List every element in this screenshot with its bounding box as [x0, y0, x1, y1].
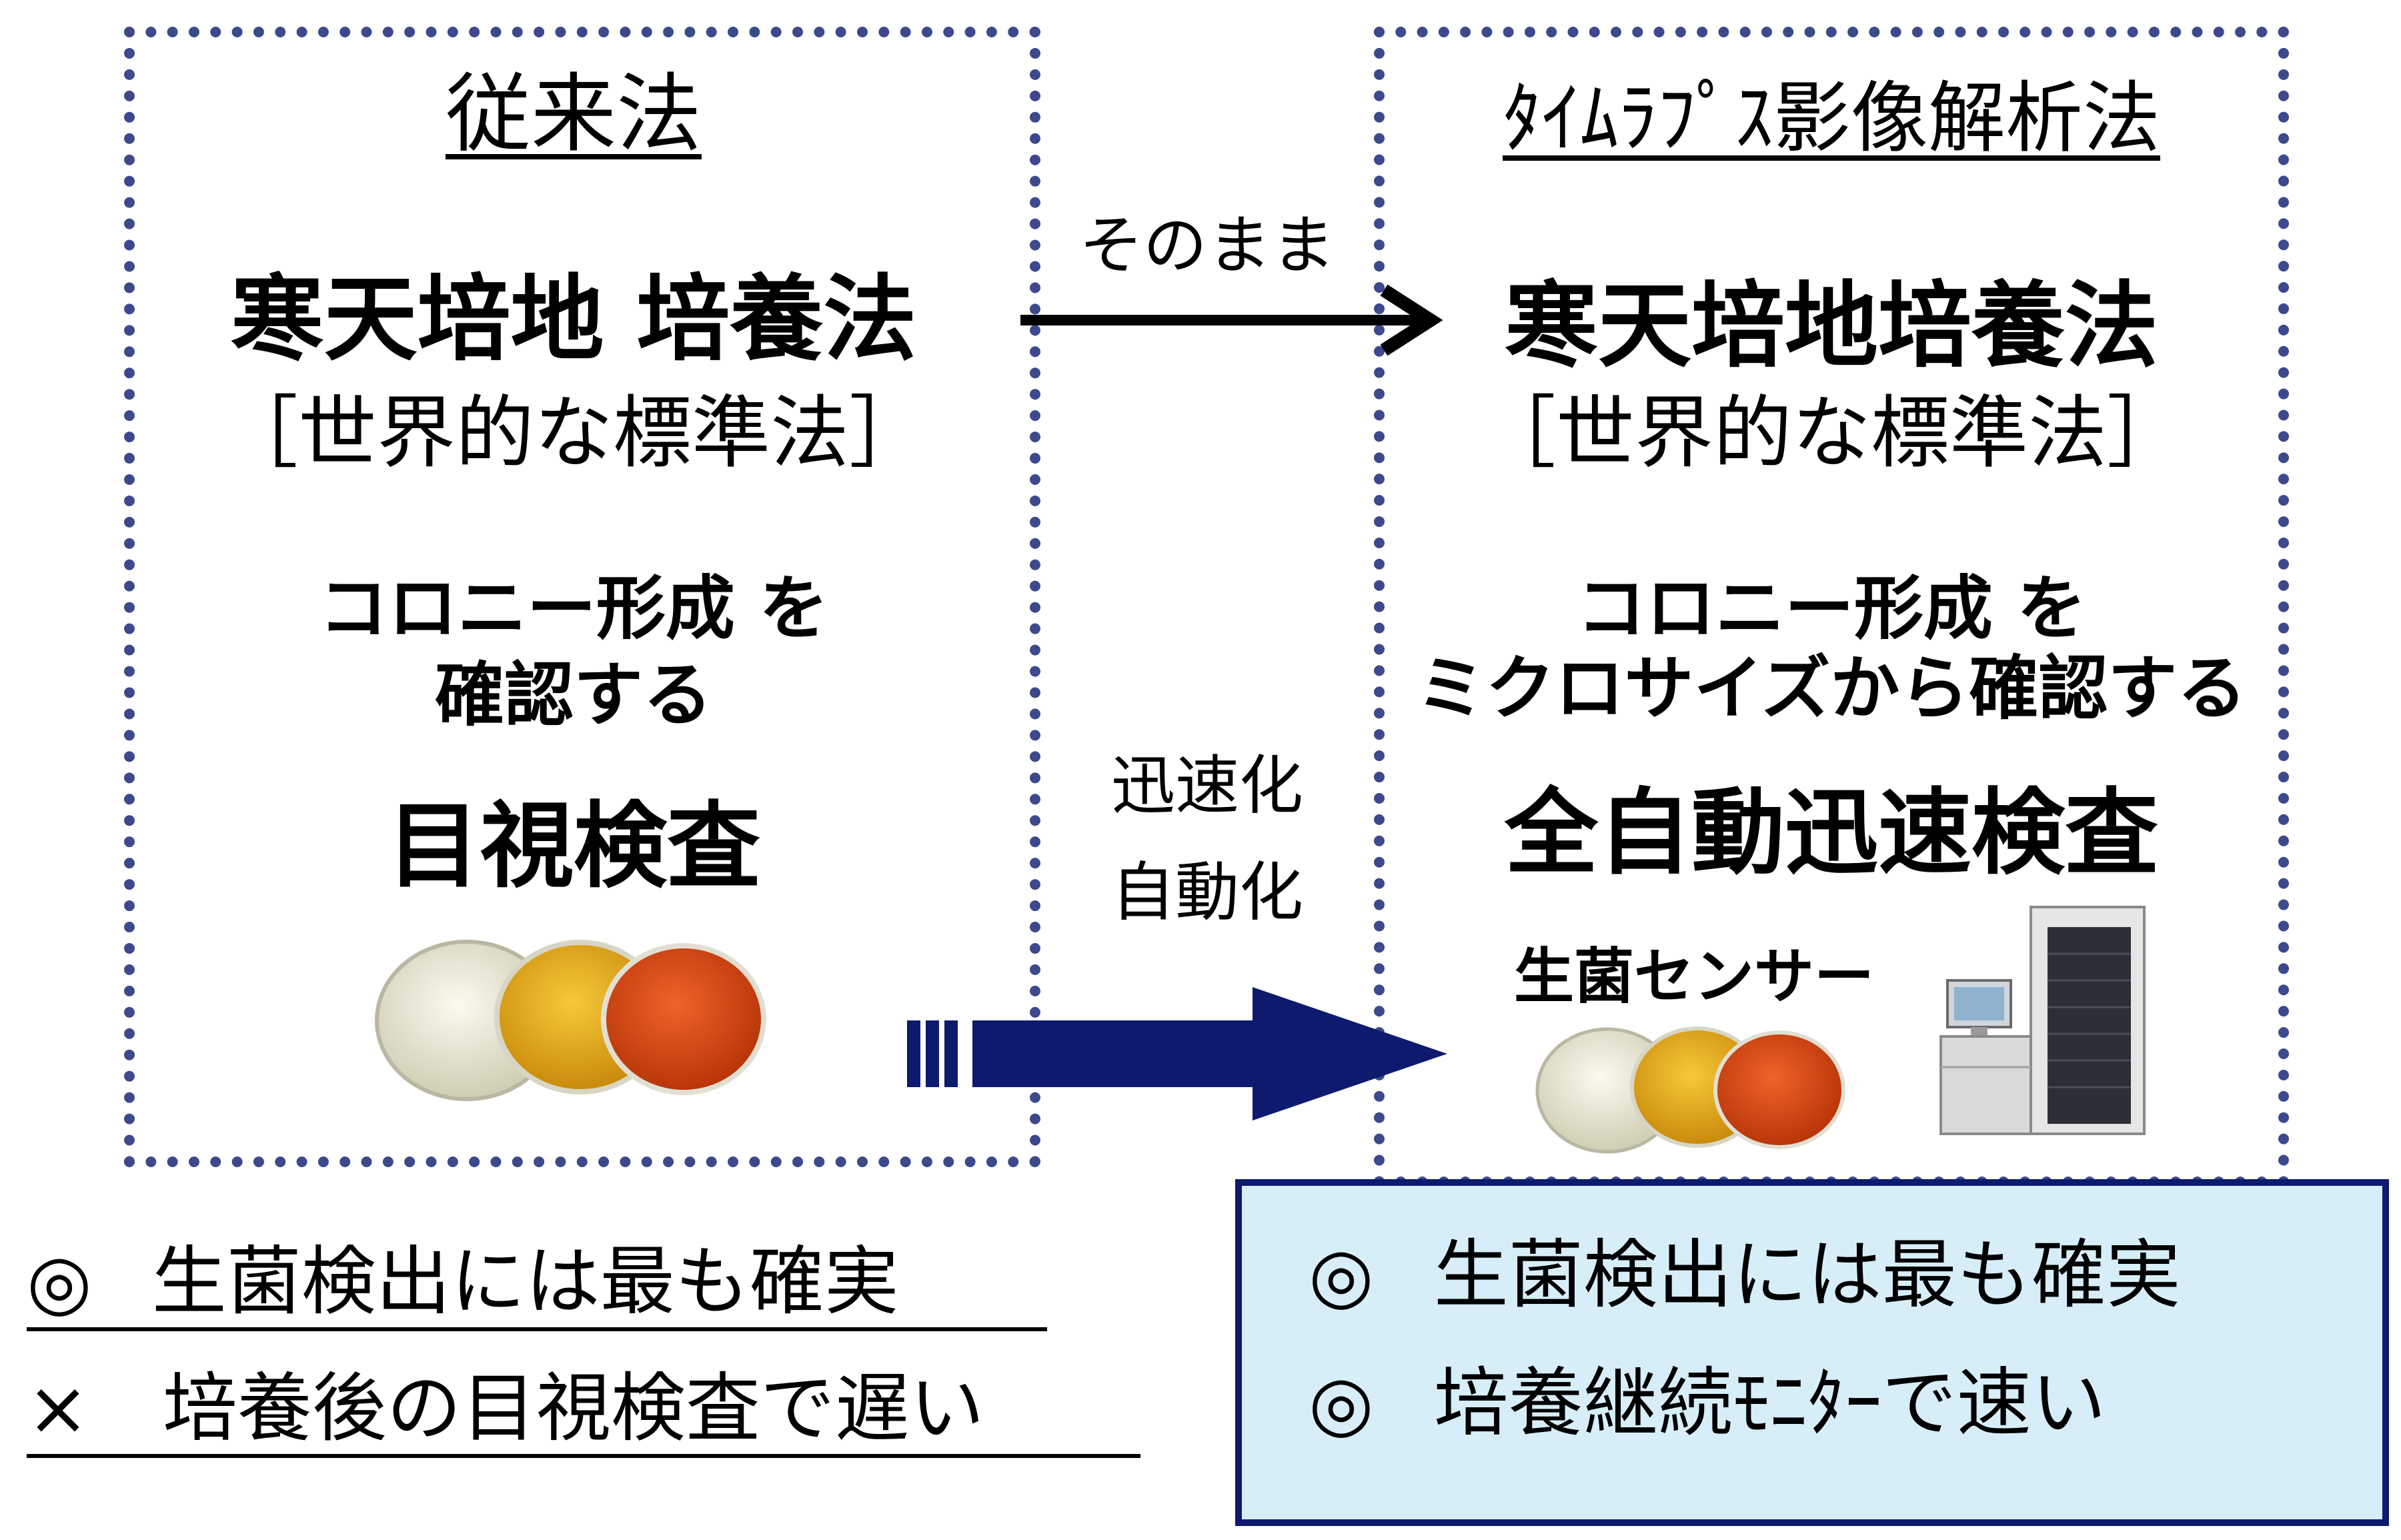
left-conclusion-text-1: 生菌検出には最も確実: [151, 1239, 899, 1325]
right-standard-text: ［世界的な標準法］: [1477, 387, 2186, 479]
speedup-automation-arrow: [907, 987, 1447, 1120]
left-method-text: 寒天培地 培養法: [230, 265, 917, 374]
left-conclusion-line-2: ×培養後の目視検査で遅い: [27, 1371, 984, 1446]
conventional-method-panel: [124, 27, 1040, 1167]
left-conclusion-underline-2: [27, 1454, 1140, 1458]
as-is-label: そのまま: [1079, 208, 1335, 283]
left-standard-text: ［世界的な標準法］: [219, 387, 928, 479]
right-conclusion-line-2: ◎培養継続ﾓﾆﾀｰで速い: [1309, 1366, 2106, 1441]
left-petri-dishes-image: [375, 940, 766, 1101]
timelapse-method-title: ﾀｲﾑﾗﾌﾟｽ影像解析法: [1503, 73, 2160, 163]
right-inspection-text: 全自動迅速検査: [1504, 779, 2159, 888]
viable-sensor-label: 生菌センサー: [1514, 942, 1874, 1012]
right-conclusion-line-1: ◎生菌検出には最も確実: [1309, 1238, 2181, 1313]
cross-mark: ×: [27, 1365, 89, 1452]
right-conclusion-text-2: 培養継続ﾓﾆﾀｰで速い: [1433, 1360, 2106, 1447]
right-petri-dishes-image: [1535, 1026, 1845, 1154]
left-conclusion-text-2: 培養後の目視検査で遅い: [162, 1365, 984, 1452]
left-inspection-text: 目視検査: [386, 792, 761, 901]
right-colony-text-1: コロニー形成 を: [1576, 568, 2087, 649]
timelapse-advantages-box: ◎生菌検出には最も確実 ◎培養継続ﾓﾆﾀｰで速い: [1235, 1179, 2389, 1526]
analyzer-machine-image: [1939, 906, 2146, 1135]
left-colony-text-1: コロニー形成 を: [318, 568, 829, 649]
speedup-label: 迅速化: [1111, 748, 1303, 823]
conventional-method-title: 従来法: [445, 65, 702, 164]
right-colony-text-2: ミクロサイズから確認する: [1416, 648, 2247, 729]
automation-label: 自動化: [1111, 855, 1303, 930]
left-conclusion-line-1: ◎生菌検出には最も確実: [27, 1245, 899, 1319]
right-method-text: 寒天培地培養法: [1504, 272, 2159, 381]
left-colony-text-2: 確認する: [434, 654, 713, 736]
right-conclusion-text-1: 生菌検出には最も確実: [1433, 1232, 2181, 1319]
double-circle-mark: ◎: [1309, 1360, 1374, 1447]
double-circle-mark: ◎: [1309, 1232, 1374, 1319]
double-circle-mark: ◎: [27, 1239, 92, 1325]
left-conclusion-underline-1: [27, 1327, 1047, 1331]
as-is-arrow: [1020, 284, 1443, 356]
